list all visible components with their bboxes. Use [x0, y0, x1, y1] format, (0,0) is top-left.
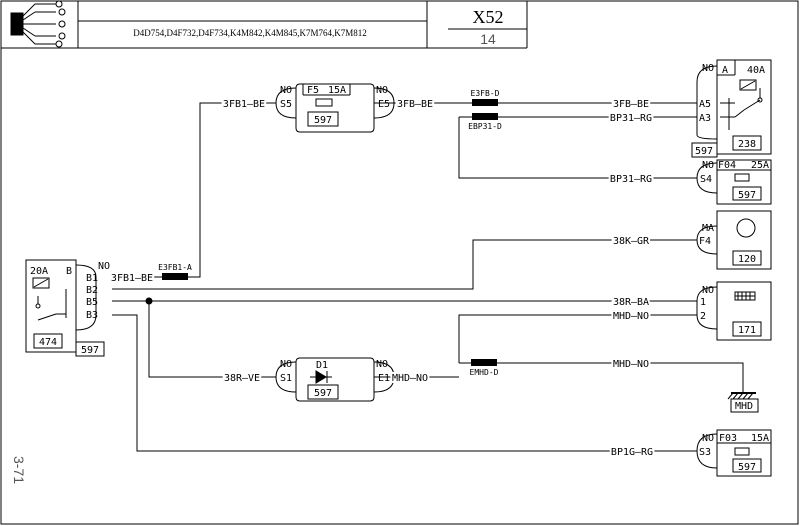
fuse-f04	[696, 159, 772, 205]
splice-markers	[162, 99, 498, 366]
wires	[112, 102, 744, 452]
relay-474-pin-b5: B5	[86, 297, 98, 308]
relay-238-rating: 40A	[747, 65, 765, 76]
splice-label-emhd-d: EMHD-D	[470, 368, 499, 377]
relay-474-pin-b3: B3	[86, 310, 98, 321]
relay-238-ref: 238	[738, 139, 756, 150]
fuse-f04-ref: 597	[738, 190, 756, 201]
splice-label-ebp31-d: EBP31-D	[468, 122, 502, 131]
relay-238-pin-no: NO	[702, 63, 714, 74]
relay-474-pin-no: NO	[98, 261, 110, 272]
diode-d1	[275, 357, 395, 402]
diode-d1-pin-left-no: NO	[280, 359, 292, 370]
wire-junction	[145, 297, 153, 305]
relay-238-label: A	[722, 65, 728, 76]
fuse-f5-pin-right-no: NO	[376, 85, 388, 96]
unit-120-pin-ma: MA	[702, 223, 714, 234]
unit-171-pin-no: NO	[702, 285, 714, 296]
splice-labels: E3FB-D EBP31-D E3FB1-A EMHD-D	[158, 89, 502, 377]
unit-120	[696, 210, 772, 270]
fuse-f5-pin-right: E5	[378, 99, 390, 110]
wire-label: BP31—RG	[610, 174, 652, 185]
relay-474-label: B	[66, 266, 72, 277]
diode-d1-label: D1	[316, 360, 328, 371]
fuse-f5-rating: 15A	[328, 85, 346, 96]
unit-120-pin: F4	[699, 236, 711, 247]
fuse-f04-rating: 25A	[751, 160, 769, 171]
fuse-f04-pin-no: NO	[702, 160, 714, 171]
unit-171-pin2: 2	[700, 311, 706, 322]
relay-238-pin-a3: A3	[699, 113, 711, 124]
unit-171-pin1: 1	[700, 297, 706, 308]
diagram-code: X52	[473, 7, 504, 27]
fuse-f03-pin: S3	[699, 447, 711, 458]
sheet-number: 14	[480, 31, 496, 47]
connector-icon	[10, 0, 66, 48]
splice-label-e3fb1-a: E3FB1-A	[158, 263, 192, 272]
fuse-f5-label: F5	[307, 85, 319, 96]
relay-238	[691, 59, 772, 158]
wire-label: 3FB—BE	[397, 99, 433, 110]
relay-474-pin-b1: B1	[86, 273, 98, 284]
engine-codes: D4D754,D4F732,D4F734,K4M842,K4M845,K7M76…	[133, 28, 367, 38]
fuse-f03-rating: 15A	[751, 433, 769, 444]
wire-label: BP31—RG	[610, 113, 652, 124]
relay-238-pin-a5: A5	[699, 99, 711, 110]
diode-d1-pin-right-no: NO	[376, 359, 388, 370]
unit-171-ref: 171	[738, 325, 756, 336]
fuse-f03-label: F03	[719, 433, 737, 444]
relay-474	[25, 259, 105, 357]
wire-label: 3FB1—BE	[223, 99, 265, 110]
page-ref: 3-71	[11, 456, 27, 484]
fuse-f5-ref: 597	[314, 115, 332, 126]
fuse-f5-pin-left: S5	[280, 99, 292, 110]
wire-label: MHD—NO	[613, 311, 649, 322]
fuse-f04-pin: S4	[700, 174, 712, 185]
unit-171	[696, 281, 772, 341]
wire-label: 3FB—BE	[613, 99, 649, 110]
unit-120-ref: 120	[738, 254, 756, 265]
fuse-f5-pin-left-no: NO	[280, 85, 292, 96]
diode-d1-ref: 597	[314, 388, 332, 399]
splice-label-e3fb-d: E3FB-D	[471, 89, 500, 98]
wire-label: BP1G—RG	[611, 447, 653, 458]
fuse-f03-pin-no: NO	[702, 433, 714, 444]
wire-label: MHD—NO	[392, 373, 428, 384]
relay-238-box-ref: 597	[695, 146, 713, 157]
fuse-f04-label: F04	[718, 160, 736, 171]
fuse-f5	[275, 83, 395, 133]
wire-label: 38R—VE	[224, 373, 260, 384]
wire-label: MHD—NO	[613, 359, 649, 370]
relay-474-pin-b2: B2	[86, 285, 98, 296]
relay-474-box-ref: 597	[81, 345, 99, 356]
fuse-f03-ref: 597	[738, 462, 756, 473]
relay-474-rating: 20A	[30, 266, 48, 277]
diode-d1-pin-left: S1	[280, 373, 292, 384]
wire-label: 3FB1—BE	[111, 273, 153, 284]
wire-labels: 3FB1—BE 3FB—BE 3FB—BE BP31—RG BP31—RG 38…	[109, 97, 655, 460]
ground-symbol	[727, 392, 759, 413]
ground-label: MHD	[735, 401, 753, 412]
relay-474-ref: 474	[39, 337, 57, 348]
wire-label: 38K—GR	[613, 236, 650, 247]
wire-label: 38R—BA	[613, 297, 649, 308]
fuse-f03	[696, 429, 772, 477]
diode-d1-pin-right: E1	[378, 373, 390, 384]
